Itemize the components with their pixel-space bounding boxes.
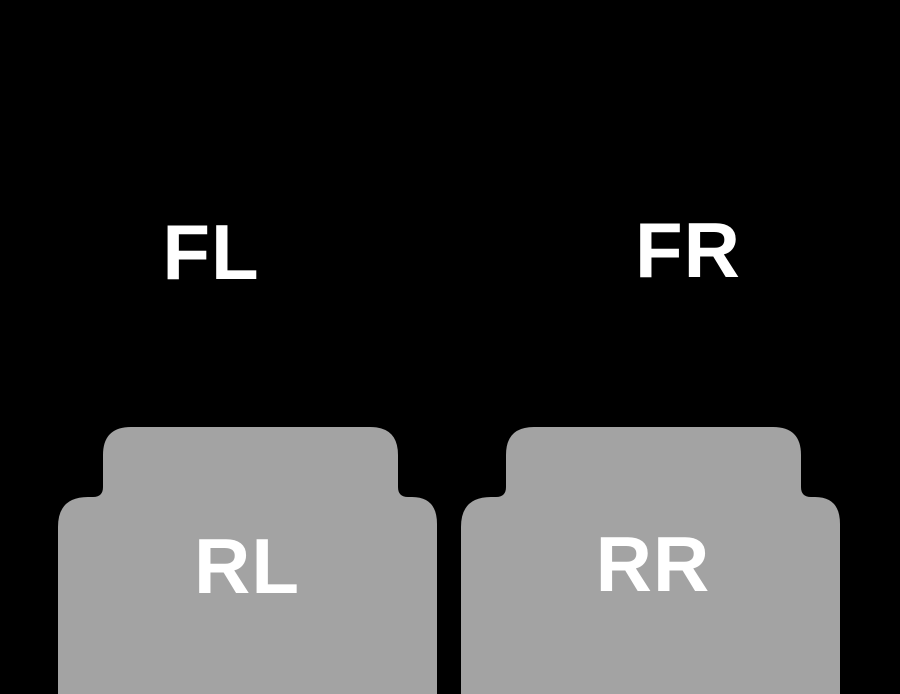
rear-right-label: RR [595,520,711,608]
front-left-label: FL [162,208,260,296]
rear-left-mat-shape [58,427,437,694]
rear-right-mat-shape [461,427,840,694]
front-right-label: FR [635,206,741,294]
rear-left-label: RL [194,522,300,610]
